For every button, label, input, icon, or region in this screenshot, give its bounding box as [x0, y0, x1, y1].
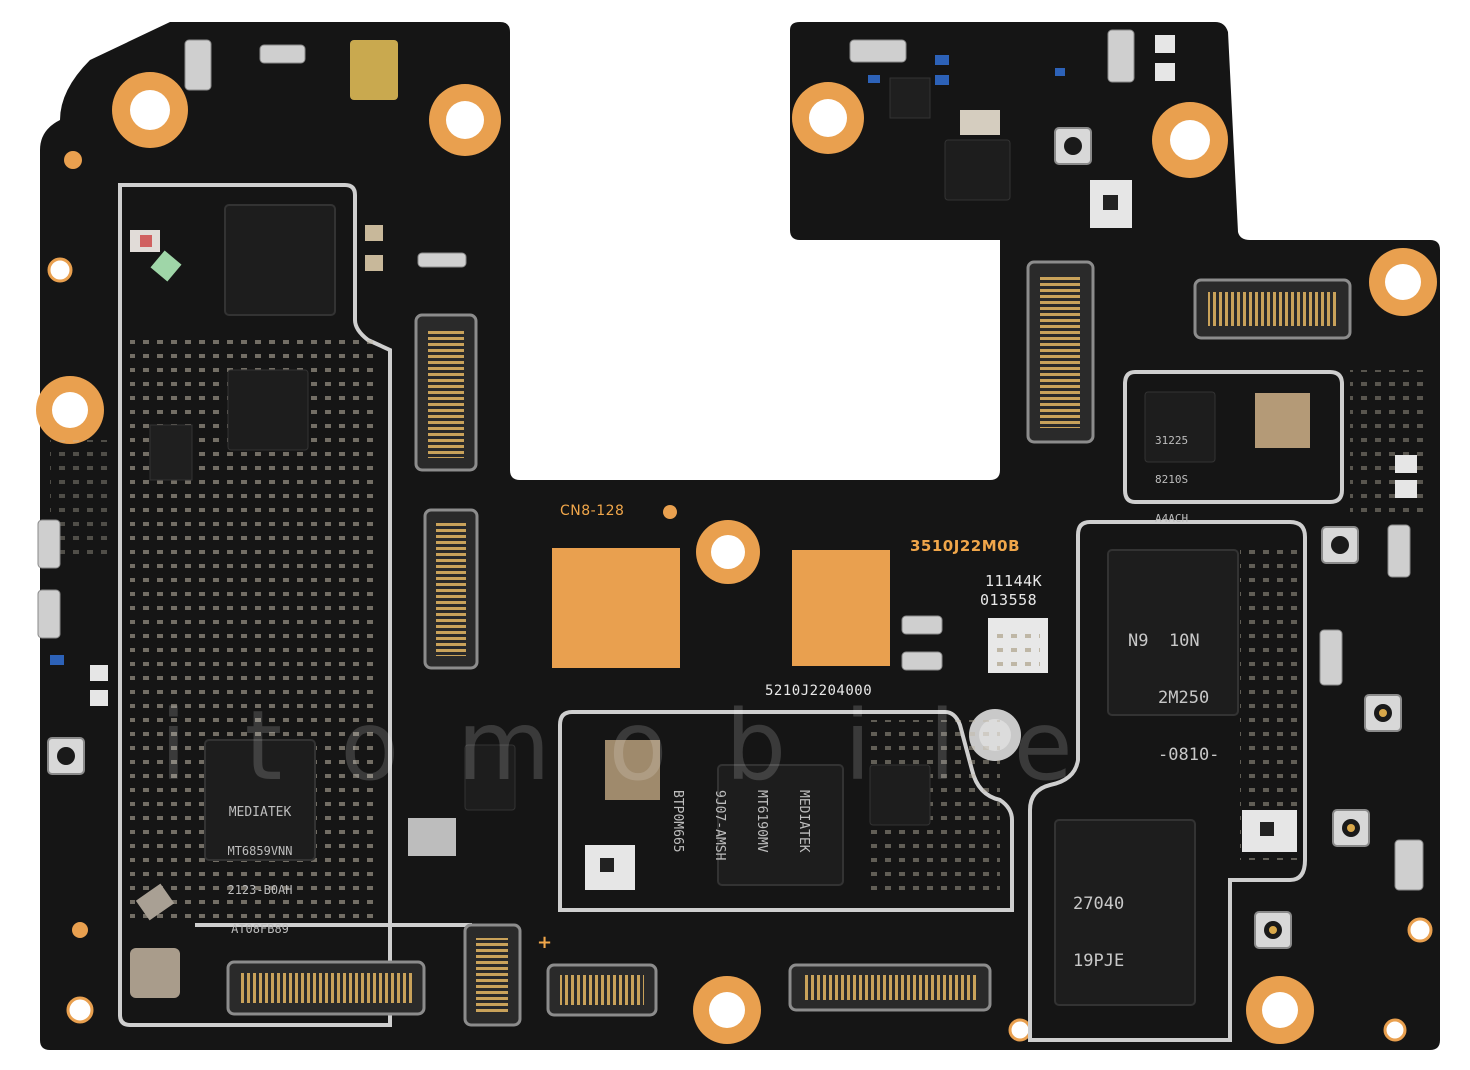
pmic-line3: 2123-B0AH — [227, 883, 293, 897]
pmic-marking: MEDIATEK MT6859VNN 2123-B0AH AT08FB89 — [210, 780, 310, 949]
silk-lot-a: 11144K — [985, 572, 1043, 590]
soc-line1: 27040 — [1073, 894, 1125, 914]
copper-pad-left — [552, 548, 680, 668]
b2b-connectors — [226, 260, 1352, 1027]
pmic-line2: MT6859VNN — [227, 844, 293, 858]
n9-line3: -0810- — [1158, 745, 1220, 765]
soc-marking: 27040 19PJE — [1073, 857, 1124, 990]
pmic-line1: MEDIATEK — [228, 805, 292, 820]
n9-line1: N9 10N — [1128, 631, 1200, 651]
shield-frames — [118, 183, 1344, 1042]
watermark: itomobile — [160, 690, 1131, 802]
silk-cnb: CN8-128 — [560, 503, 625, 519]
spring-contacts — [37, 29, 1424, 891]
silk-board-id: 3510J22M0B — [910, 537, 1020, 555]
small-line1: 31225 — [1155, 434, 1189, 447]
n9-line2: 2M250 — [1158, 688, 1210, 708]
rf-line2: MT6190MV — [754, 790, 769, 853]
pmic-line4: AT08FB89 — [231, 922, 289, 936]
rf-line1: MEDIATEK — [796, 790, 811, 853]
mounting-holes — [36, 72, 1437, 1044]
small-line2: 8210S — [1155, 473, 1189, 486]
silk-lot-b: 013558 — [980, 591, 1038, 609]
soc-line2: 19PJE — [1073, 951, 1125, 971]
small-line3: A4ACH — [1155, 512, 1189, 525]
copper-pad-right — [792, 550, 890, 666]
datamatrix-code — [988, 618, 1048, 673]
rf-line4: BTP0M665 — [670, 790, 685, 853]
silk-pcb-code: 5210J2204000 — [765, 683, 873, 699]
small-components — [50, 35, 1417, 921]
small-chip-marking: 31225 8210S A4ACH — [1155, 408, 1188, 538]
rf-line3: 9J07-AMSH — [712, 790, 727, 861]
ic-packages — [130, 40, 1310, 1006]
rf-marking: MEDIATEK MT6190MV 9J07-AMSH BTP0M665 — [656, 790, 838, 860]
n9-marking: N9 10N 2M250 -0810- — [1128, 594, 1219, 784]
silk-plus-mark: + — [537, 932, 553, 953]
